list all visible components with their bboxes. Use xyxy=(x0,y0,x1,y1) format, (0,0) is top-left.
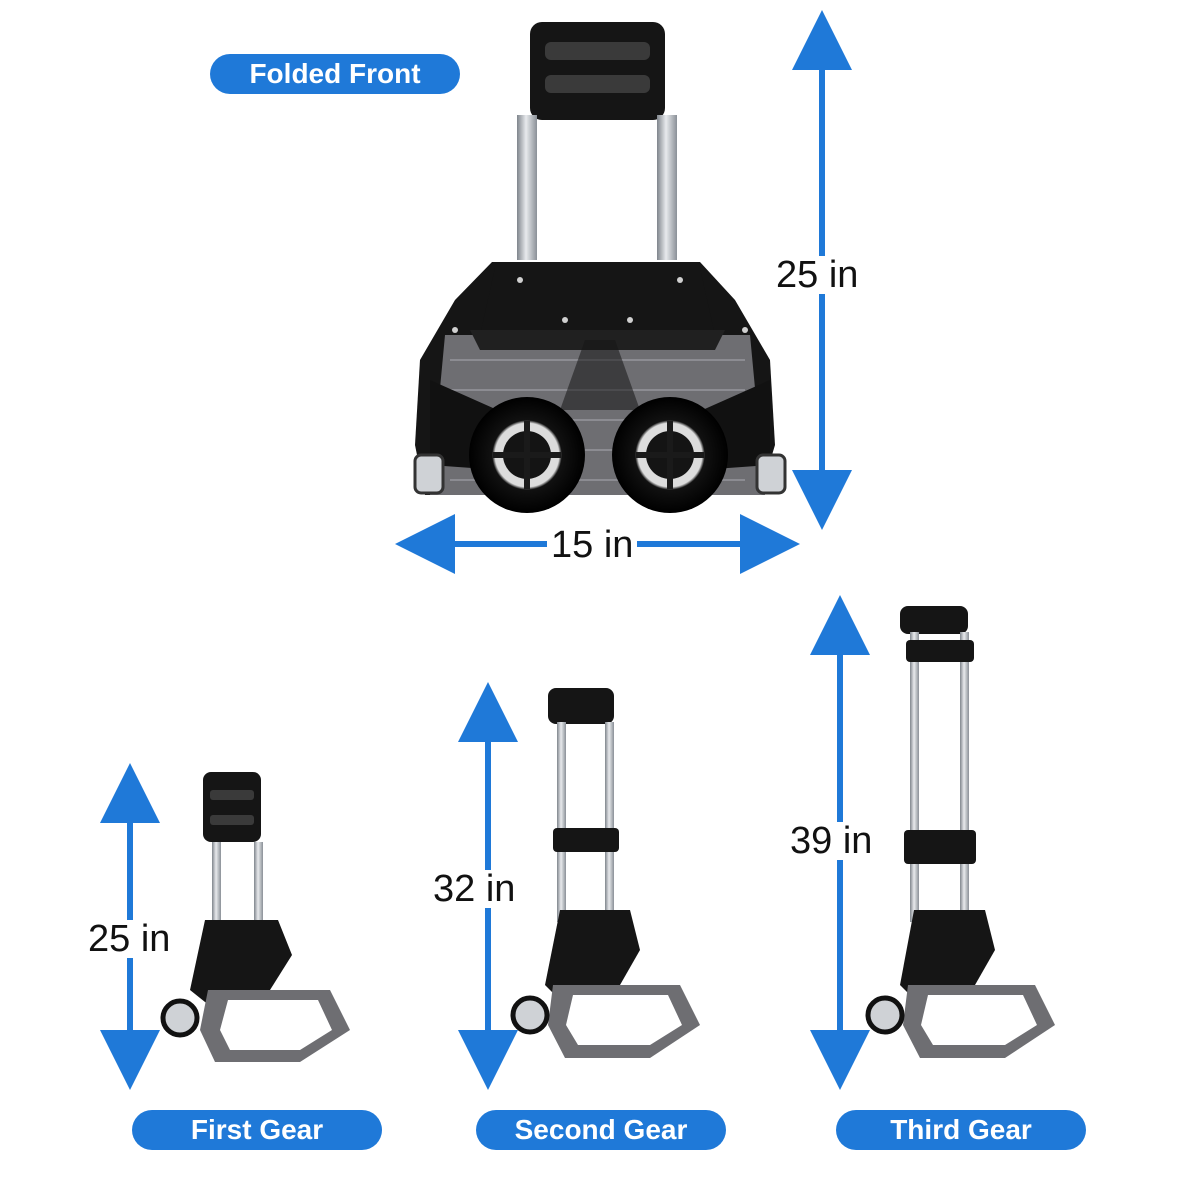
third-height-text: 39 in xyxy=(786,822,877,860)
second-gear-label: Second Gear xyxy=(476,1110,726,1150)
first-gear-cart-image xyxy=(160,772,350,1062)
second-height-text: 32 in xyxy=(429,870,520,908)
folded-cart-image xyxy=(413,22,787,513)
folded-width-text: 15 in xyxy=(547,526,638,564)
folded-height-text: 25 in xyxy=(772,256,863,294)
third-gear-cart-image xyxy=(865,606,1055,1058)
folded-front-label: Folded Front xyxy=(210,54,460,94)
first-gear-label: First Gear xyxy=(132,1110,382,1150)
second-gear-cart-image xyxy=(510,688,700,1058)
third-gear-label: Third Gear xyxy=(836,1110,1086,1150)
first-height-text: 25 in xyxy=(84,920,175,958)
